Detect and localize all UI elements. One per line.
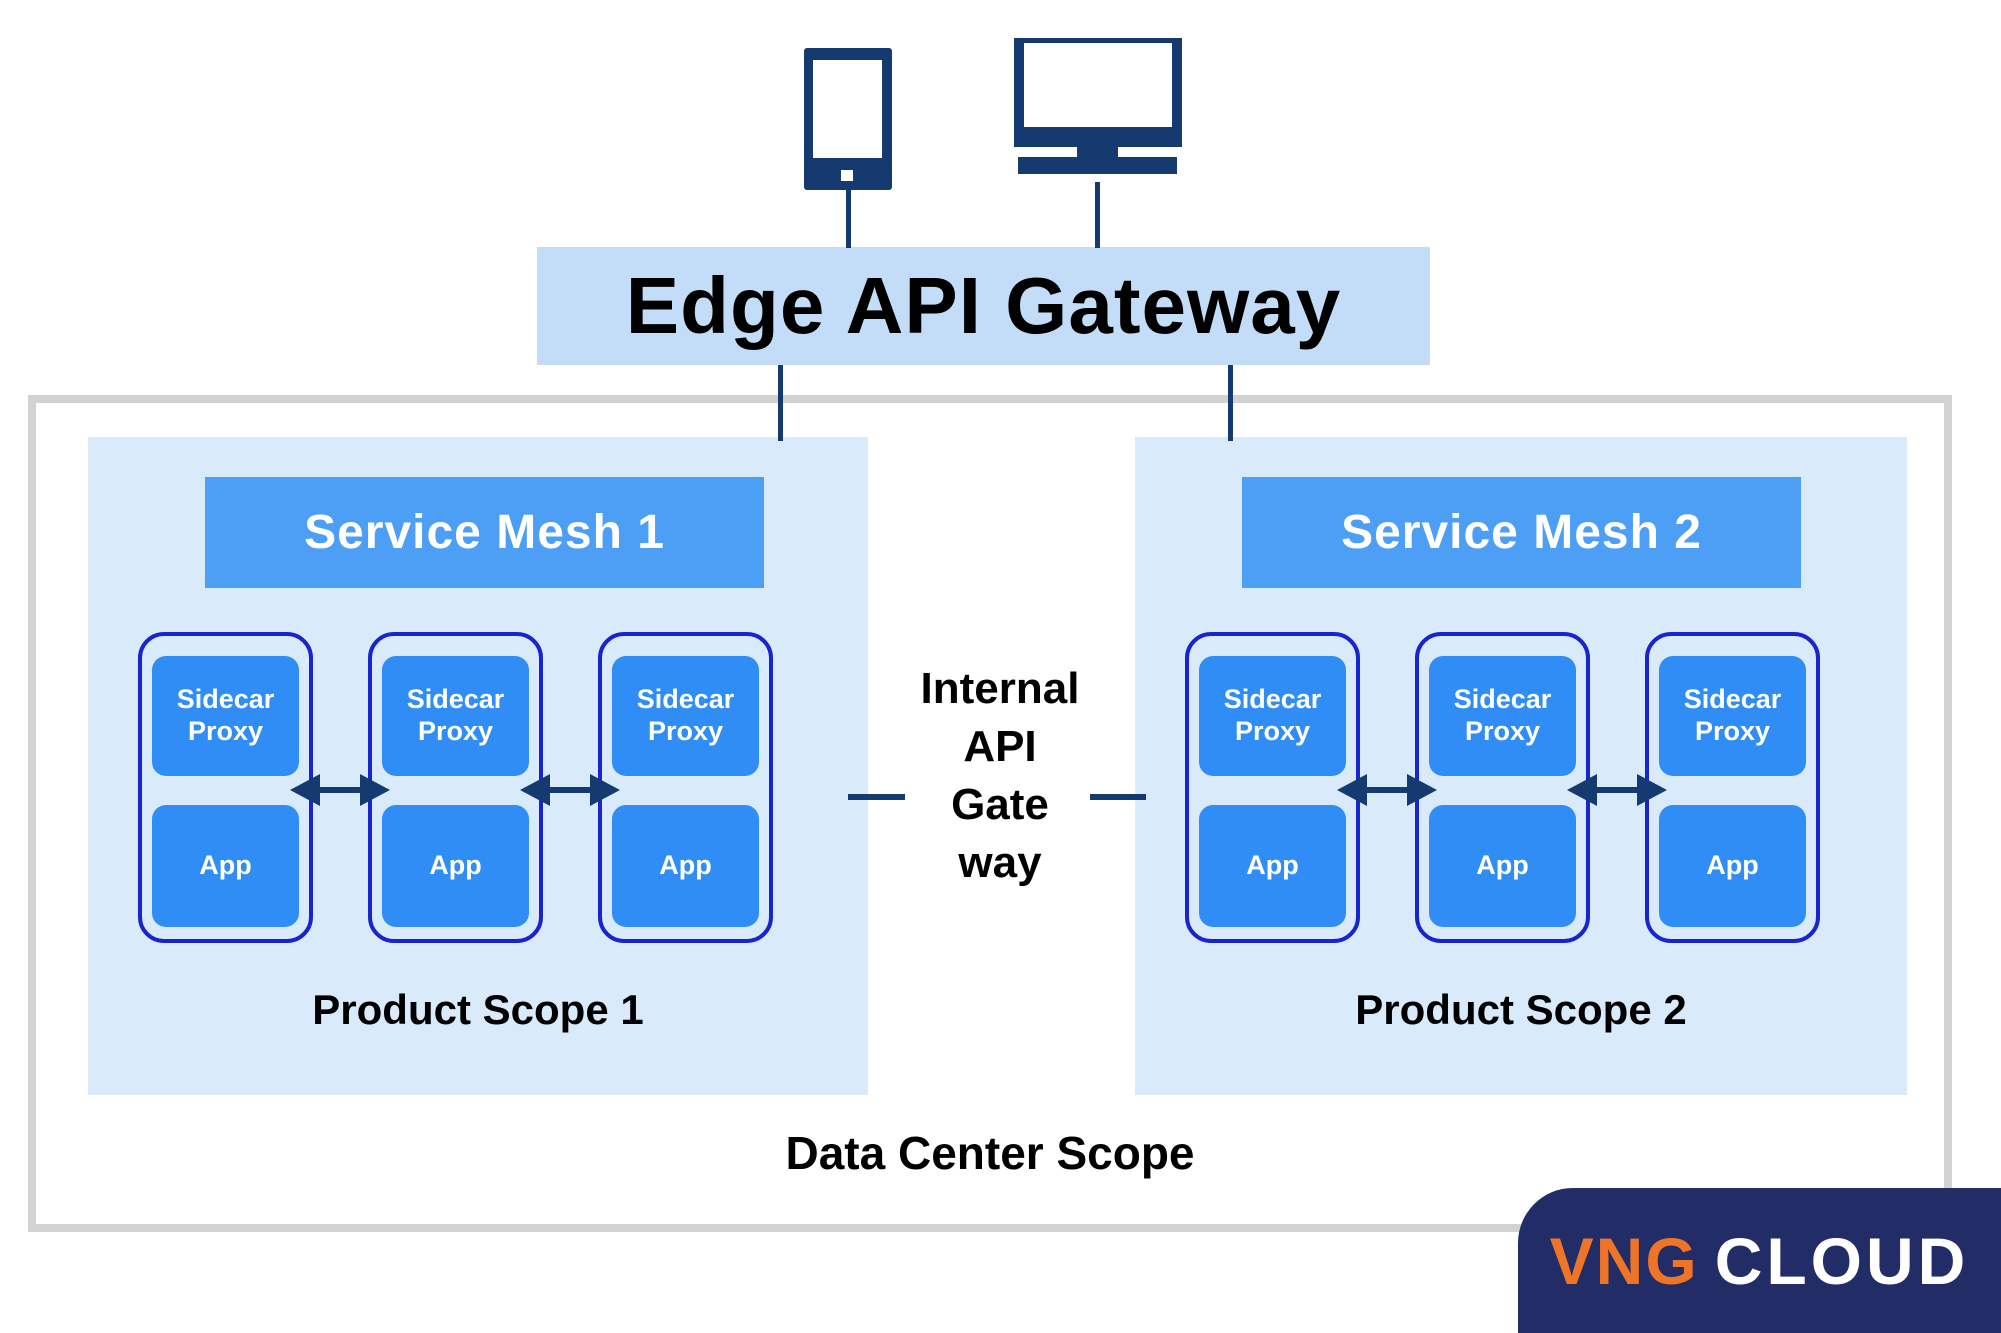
double-headed-arrow-icon bbox=[290, 772, 390, 808]
monitor-frame bbox=[1014, 38, 1182, 147]
app-box: App bbox=[152, 805, 299, 927]
sidecar-proxy-box: Sidecar Proxy bbox=[152, 656, 299, 776]
product-scope-2-label: Product Scope 2 bbox=[1355, 986, 1687, 1033]
internal-api-gateway-line: way bbox=[958, 838, 1042, 887]
vng-logo-product: CLOUD bbox=[1714, 1223, 1970, 1298]
edge-api-gateway-label: Edge API Gateway bbox=[625, 261, 1342, 350]
gateway-to-scope1-line bbox=[778, 365, 783, 441]
sidecar-proxy-box: Sidecar Proxy bbox=[612, 656, 759, 776]
app-box: App bbox=[612, 805, 759, 927]
service-mesh-2-label: Service Mesh 2 bbox=[1341, 506, 1702, 559]
app-box: App bbox=[1659, 805, 1806, 927]
app-box: App bbox=[382, 805, 529, 927]
internal-gateway-left-link bbox=[848, 794, 905, 800]
edge-api-gateway-banner: Edge API Gateway bbox=[537, 247, 1430, 365]
tablet-screen bbox=[813, 60, 882, 158]
app-box: App bbox=[1199, 805, 1346, 927]
monitor-connector-line bbox=[1095, 182, 1100, 248]
internal-api-gateway-line: API bbox=[963, 722, 1037, 771]
sidecar-proxy-box: Sidecar Proxy bbox=[1659, 656, 1806, 776]
app-box: App bbox=[1429, 805, 1576, 927]
service-mesh-1-label: Service Mesh 1 bbox=[304, 506, 665, 559]
internal-api-gateway-line: Internal bbox=[920, 664, 1080, 713]
monitor-screen bbox=[1024, 43, 1172, 127]
sidecar-proxy-box: Sidecar Proxy bbox=[382, 656, 529, 776]
tablet-home-button bbox=[841, 170, 853, 181]
monitor-stand-stem bbox=[1077, 147, 1118, 157]
internal-api-gateway-label: Internal API Gate way bbox=[850, 660, 1150, 892]
product-scope-1-label: Product Scope 1 bbox=[312, 986, 644, 1033]
internal-gateway-right-link bbox=[1090, 794, 1146, 800]
data-center-scope-label: Data Center Scope bbox=[785, 1127, 1195, 1179]
tablet-connector-line bbox=[846, 182, 851, 248]
double-headed-arrow-icon bbox=[1337, 772, 1437, 808]
monitor-stand-base bbox=[1018, 157, 1177, 174]
service-mesh-2-header: Service Mesh 2 bbox=[1242, 477, 1801, 588]
service-mesh-1-header: Service Mesh 1 bbox=[205, 477, 764, 588]
gateway-to-scope2-line bbox=[1228, 365, 1233, 441]
tablet-icon bbox=[804, 48, 892, 190]
double-headed-arrow-icon bbox=[520, 772, 620, 808]
sidecar-proxy-box: Sidecar Proxy bbox=[1429, 656, 1576, 776]
vng-logo-brand: VNG bbox=[1549, 1223, 1699, 1298]
sidecar-proxy-box: Sidecar Proxy bbox=[1199, 656, 1346, 776]
vng-cloud-logo: VNG CLOUD bbox=[1518, 1188, 2001, 1333]
double-headed-arrow-icon bbox=[1567, 772, 1667, 808]
internal-api-gateway-line: Gate bbox=[951, 780, 1049, 829]
